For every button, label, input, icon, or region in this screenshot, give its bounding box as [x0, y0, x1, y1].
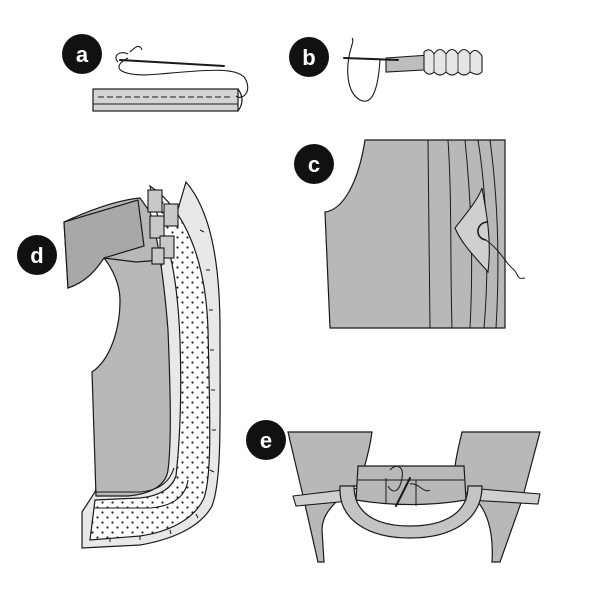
- thread: [485, 239, 526, 279]
- step-c-label: c: [308, 152, 320, 177]
- step-b-badge: b: [289, 37, 329, 77]
- step-e-badge: e: [246, 420, 286, 460]
- step-c-badge: c: [294, 144, 334, 184]
- collar-band: [355, 465, 467, 506]
- step-a-label: a: [76, 42, 89, 67]
- thread: [387, 465, 403, 492]
- dotted-interfacing: [89, 184, 211, 541]
- tack-tab: [163, 203, 179, 227]
- thread: [347, 51, 381, 102]
- pleat-tuck: [454, 187, 490, 274]
- needle: [343, 57, 399, 61]
- step-d-label: d: [30, 243, 43, 268]
- tack-tab: [149, 215, 165, 239]
- step-a-illustration: [92, 45, 249, 112]
- needle: [395, 477, 411, 507]
- folded-fabric-strip: [92, 88, 239, 112]
- step-d-illustration: [63, 180, 221, 549]
- step-e-illustration: [287, 431, 541, 563]
- gathered-ruffle: [423, 48, 483, 76]
- garment-panel: [324, 139, 506, 329]
- tack-tab: [147, 189, 163, 213]
- neck-facing: [339, 485, 483, 539]
- stitch: [477, 221, 489, 241]
- tack-tab: [151, 247, 165, 265]
- step-b-illustration: [343, 37, 483, 102]
- step-a-badge: a: [62, 34, 102, 74]
- shoulder-lapel: [63, 199, 145, 289]
- thread: [118, 57, 249, 98]
- step-b-label: b: [302, 45, 315, 70]
- fabric-tape: [385, 54, 431, 73]
- step-d-badge: d: [17, 235, 57, 275]
- needle: [119, 59, 225, 67]
- step-c-illustration: [324, 139, 526, 329]
- step-e-label: e: [260, 428, 272, 453]
